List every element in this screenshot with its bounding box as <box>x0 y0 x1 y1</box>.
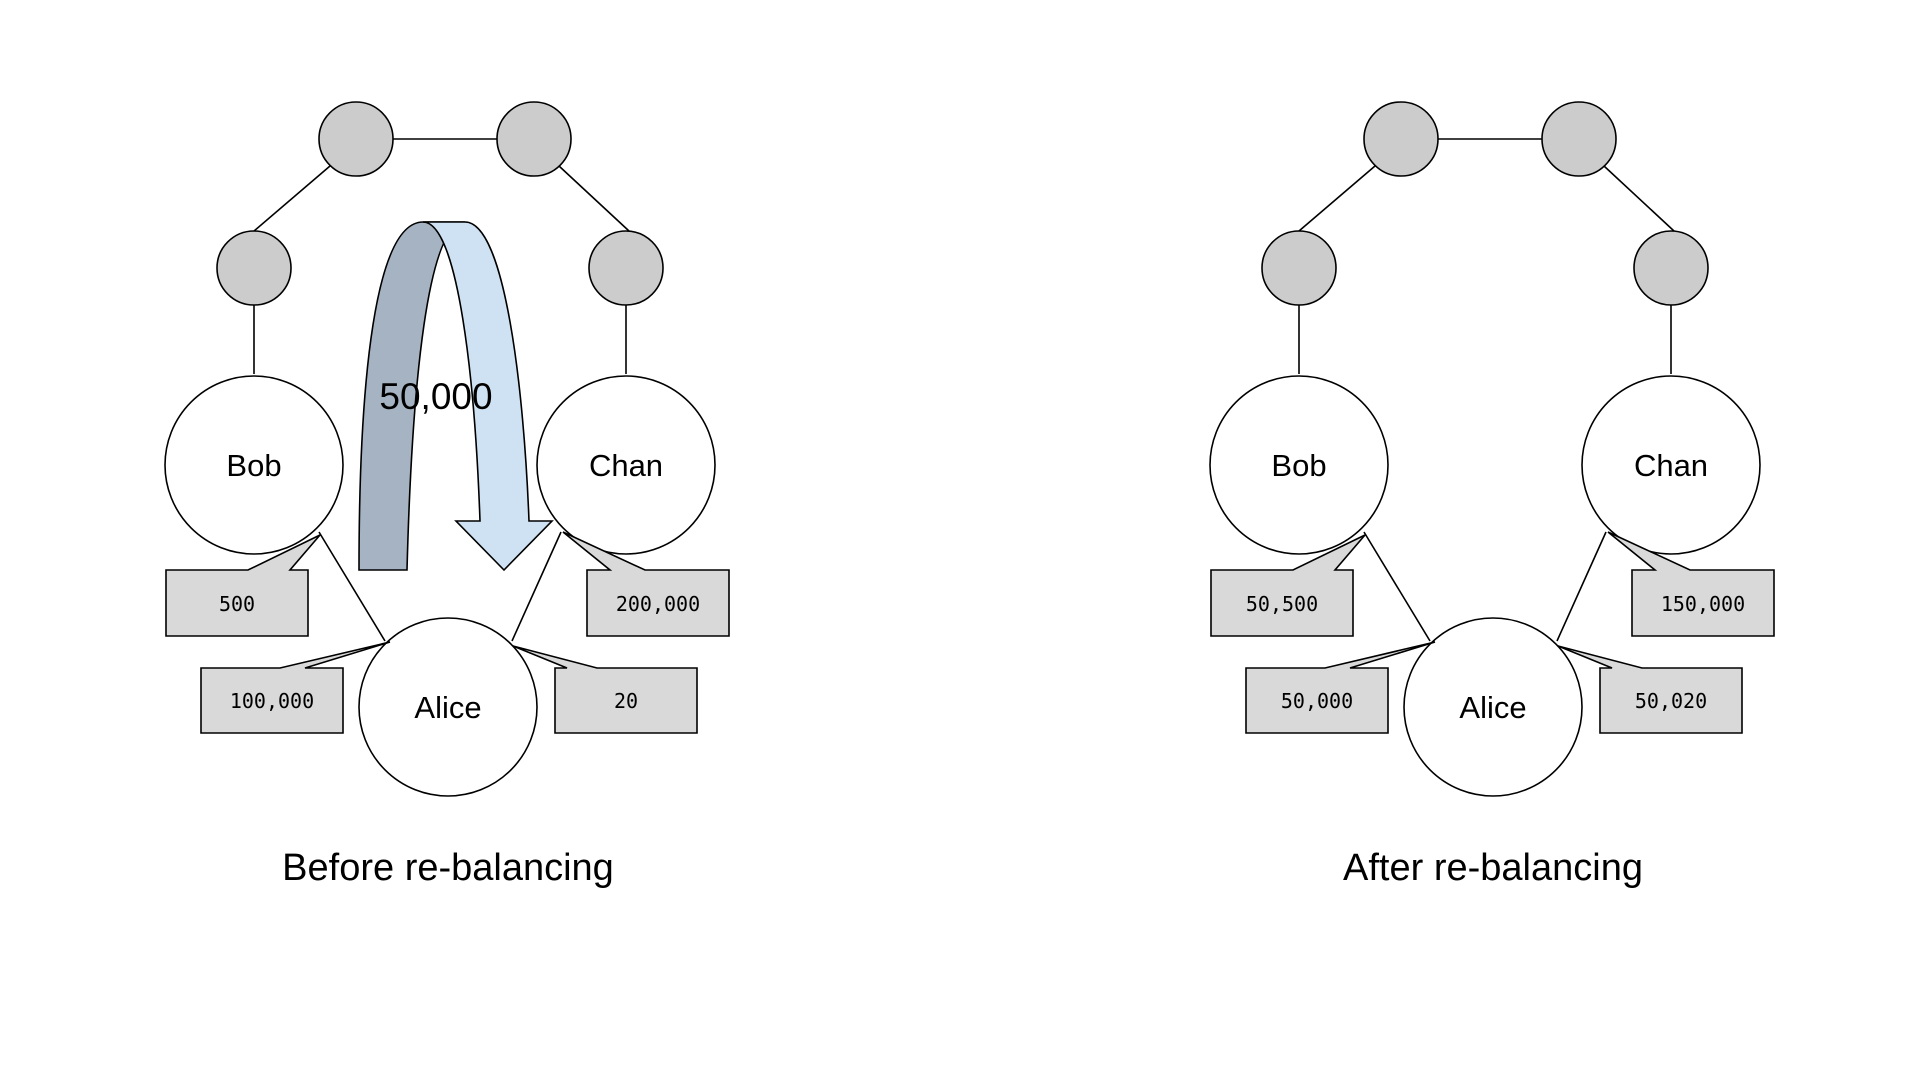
alice-node <box>1403 617 1583 797</box>
bob-node <box>1209 375 1389 555</box>
balance-callout-alice-chan: 20 <box>512 645 698 734</box>
balance-value: 50,000 <box>1281 689 1353 713</box>
rebalance-arrow: 50,000 <box>358 221 554 572</box>
balance-value: 150,000 <box>1661 592 1745 616</box>
routing-node <box>216 230 292 306</box>
edge-top-left <box>253 165 331 232</box>
channel-bob-alice <box>1363 531 1431 642</box>
alice-node <box>358 617 538 797</box>
edge-top-right <box>558 165 630 232</box>
channel-bob-alice <box>318 531 386 642</box>
before-network-edges <box>253 138 630 642</box>
chan-node <box>1581 375 1761 555</box>
after-network-edges <box>1298 138 1675 642</box>
edge-top-right <box>1603 165 1675 232</box>
balance-value: 200,000 <box>616 592 700 616</box>
balance-value: 500 <box>219 592 255 616</box>
balance-callout-chan: 200,000 <box>562 531 730 637</box>
routing-node <box>1363 101 1439 177</box>
balance-callout-bob: 50,500 <box>1210 534 1366 637</box>
transfer-amount: 50,000 <box>379 376 492 417</box>
arrow-front-band <box>422 221 554 572</box>
after-caption: After re-balancing <box>1343 847 1643 889</box>
edge-top-left <box>1298 165 1376 232</box>
balance-value: 50,500 <box>1246 592 1318 616</box>
channel-chan-alice <box>511 531 562 642</box>
chan-node <box>536 375 716 555</box>
before-caption: Before re-balancing <box>282 847 614 889</box>
routing-node <box>1261 230 1337 306</box>
balance-value: 20 <box>614 689 638 713</box>
balance-callout-alice-bob: 50,000 <box>1245 641 1436 734</box>
chan-label: Chan <box>589 448 663 483</box>
routing-node <box>318 101 394 177</box>
alice-label: Alice <box>414 690 481 725</box>
bob-label: Bob <box>226 448 281 483</box>
before-panel: 50,000 Bob Chan Alice 500 100,000 200,00… <box>164 101 730 889</box>
routing-node <box>588 230 664 306</box>
balance-callout-chan: 150,000 <box>1607 531 1775 637</box>
bob-label: Bob <box>1271 448 1326 483</box>
balance-callout-bob: 500 <box>165 534 321 637</box>
balance-value: 100,000 <box>230 689 314 713</box>
balance-value: 50,020 <box>1635 689 1707 713</box>
balance-callout-alice-bob: 100,000 <box>200 641 391 734</box>
routing-node <box>1541 101 1617 177</box>
alice-label: Alice <box>1459 690 1526 725</box>
after-panel: Bob Chan Alice 50,500 50,000 150,000 50,… <box>1209 101 1775 889</box>
routing-node <box>496 101 572 177</box>
bob-node <box>164 375 344 555</box>
routing-node <box>1633 230 1709 306</box>
balance-callout-alice-chan: 50,020 <box>1557 645 1743 734</box>
chan-label: Chan <box>1634 448 1708 483</box>
channel-chan-alice <box>1556 531 1607 642</box>
